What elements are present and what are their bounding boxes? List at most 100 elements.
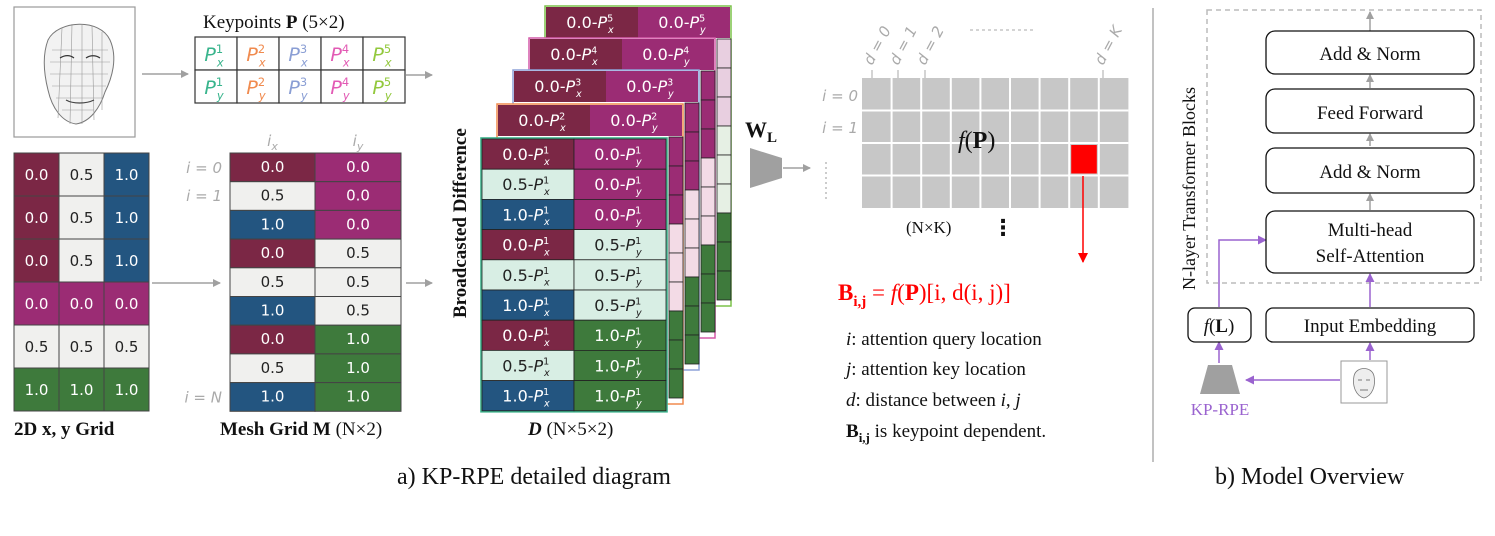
mesh-row-label: i = 0 [186,159,222,177]
mesh-value: 1.0 [261,302,285,320]
grid-value: 1.0 [115,209,139,227]
mesh-cell-y [314,152,402,183]
bias-formula: Bi,j = f(P)[i, d(i, j)] [838,280,1011,310]
grid-value: 1.0 [115,166,139,184]
mesh-value: 0.5 [261,273,285,291]
stack-peek-cell [668,310,684,341]
mesh-cell-y [314,209,402,240]
stack-peek-cell [668,165,684,196]
stack-peek-cell [700,157,716,188]
block-multihead-attention: Multi-head Self-Attention [1265,210,1475,274]
stack-peek-cell [700,244,716,275]
stack-peek-cell [716,241,732,272]
grid-cell [103,367,150,412]
caption-part-b: b) Model Overview [1215,464,1405,490]
stack-cell-x [481,229,575,261]
grid-value: 1.0 [115,252,139,270]
mesh-cell-y [314,353,402,384]
mesh-value: 0.0 [261,330,285,348]
mesh-value: 0.0 [346,215,370,233]
stack-peek-cell [668,252,684,283]
grid-value: 0.5 [70,209,94,227]
grid-2d-caption: 2D x, y Grid [14,419,115,440]
svg-text:Bi,j is keypoint dependent.: Bi,j is keypoint dependent. [846,421,1046,445]
matrix-i-label: i = 1 [822,119,858,137]
block-feed-forward: Feed Forward [1265,88,1475,134]
stack-cell-y [573,380,667,412]
mesh-value: 0.5 [346,302,370,320]
stack-header-cell-x [514,71,606,102]
keypoint-cell [236,36,280,71]
grid-cell [13,281,60,326]
keypoint-cell [278,69,322,104]
svg-text:Feed Forward: Feed Forward [1317,103,1424,124]
stack-peek-cell [684,189,700,220]
stack-peek-cell [700,302,716,333]
stack-peek-cell [716,154,732,185]
grid-cell [103,195,150,240]
stack-peek-cell [700,273,716,304]
stack-peek-cell [668,223,684,254]
keypoints-title: Keypoints P (5×2) [203,12,345,33]
stack-cell-x [481,198,575,230]
wl-projection: WL [745,117,782,188]
matrix-highlight-cell [1071,145,1097,174]
stack-peek-cell [700,70,716,101]
grid-value: 0.0 [25,252,49,270]
svg-text:Input Embedding: Input Embedding [1304,316,1437,337]
grid-value: 0.0 [25,295,49,313]
stack-peek-cell [700,99,716,130]
grid-cell [13,367,60,412]
keypoint-cell [320,36,364,71]
block-add-norm-bottom: Add & Norm [1265,147,1475,194]
stack-header-cell-y [622,39,714,70]
stack-cell-y [573,259,667,291]
mesh-row-label: i = N [185,389,223,407]
stack-peek-cell [684,160,700,191]
grid-cell [103,152,150,197]
mesh-value: 0.5 [346,273,370,291]
svg-text:Add & Norm: Add & Norm [1319,162,1421,183]
matrix-dots: ⋮ [992,216,1014,241]
transformer-overview: N-layer Transformer Blocks Add & Norm Fe… [1179,9,1482,419]
stack-peek-cell [668,194,684,225]
mesh-value: 0.5 [261,359,285,377]
stack-peek-cell [716,183,732,214]
mesh-value: 1.0 [346,388,370,406]
matrix-caption: (N×K) [906,218,951,237]
mesh-row-label: i = 1 [186,187,222,205]
stack-cell-x [481,380,575,412]
stack-peek-cell [668,136,684,167]
svg-text:j: attention key location: j: attention key location [843,359,1026,380]
block-fl: f(L) [1187,307,1252,343]
stack-cell-y [573,168,667,200]
grid-value: 1.0 [25,381,49,399]
mesh-cell-y [314,382,402,412]
kp-rpe-shape [1200,365,1240,394]
face-thumbnail-icon [1340,360,1388,404]
grid-value: 0.5 [25,338,49,356]
stack-header-cell-x [546,7,638,38]
mesh-value: 0.5 [261,187,285,205]
grid-cell [58,152,105,197]
stack-peek-cell [716,38,732,69]
mesh-value: 0.0 [346,158,370,176]
